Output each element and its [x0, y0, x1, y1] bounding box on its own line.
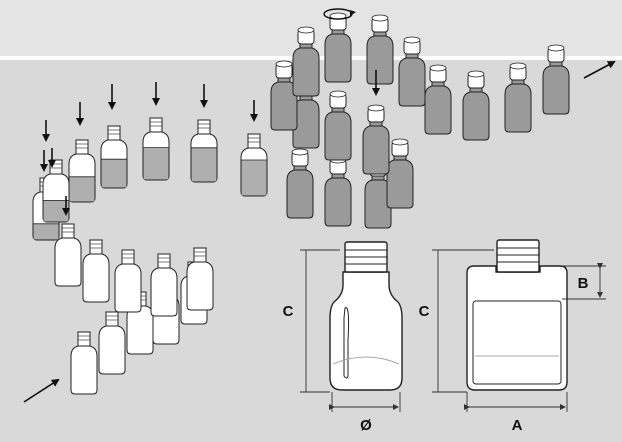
bottle — [462, 70, 490, 141]
round-height-label: C — [283, 303, 294, 320]
bottle — [424, 64, 452, 135]
bottle — [98, 311, 126, 375]
bottle — [270, 60, 298, 131]
square-neck-label: B — [578, 275, 589, 292]
bottle — [398, 36, 426, 107]
bottle — [366, 14, 394, 85]
bottle — [542, 44, 570, 115]
rotate-cap-icon — [323, 8, 356, 20]
square-width-label: A — [512, 417, 523, 434]
round-diameter-label: Ø — [360, 417, 372, 434]
bottle — [504, 62, 532, 133]
bottle — [70, 331, 98, 395]
square-height-label: C — [419, 303, 430, 320]
round-bottle-drawing — [329, 241, 403, 391]
bottle — [362, 104, 390, 175]
bottle-flow — [32, 12, 570, 395]
bottle — [186, 247, 214, 311]
bottle — [150, 253, 178, 317]
square-neck-dimension — [562, 263, 606, 300]
square-height-dimension — [432, 249, 494, 393]
bottle — [114, 249, 142, 313]
bottle — [190, 119, 218, 183]
round-height-dimension — [300, 249, 340, 393]
bottle — [82, 239, 110, 303]
bottle — [54, 223, 82, 287]
bottle — [386, 138, 414, 209]
process-arrow — [583, 61, 616, 79]
process-arrow — [23, 378, 60, 403]
square-width-dimension — [464, 392, 568, 412]
bottle — [240, 133, 268, 197]
bottle — [324, 90, 352, 161]
bottle — [100, 125, 128, 189]
round-diameter-dimension — [329, 392, 401, 412]
bottle — [324, 156, 352, 227]
bottle — [286, 148, 314, 219]
bottle — [292, 26, 320, 97]
bottle — [142, 117, 170, 181]
bottle — [68, 139, 96, 203]
process-arrows — [23, 8, 616, 403]
